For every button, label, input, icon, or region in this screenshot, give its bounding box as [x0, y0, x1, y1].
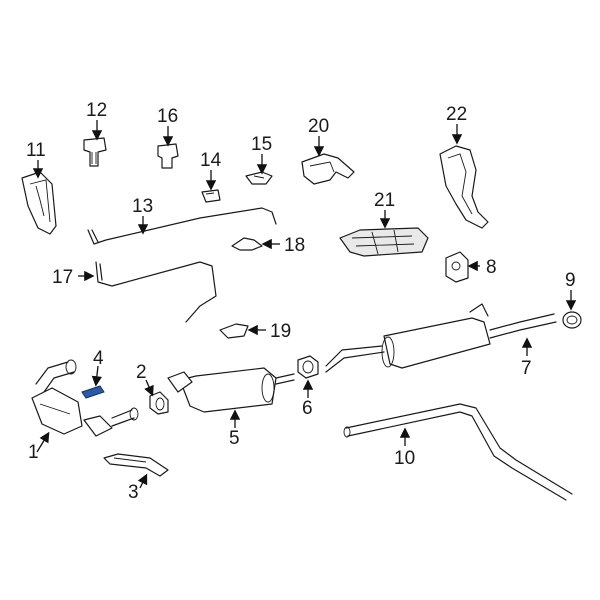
part-15-clip[interactable] [245, 171, 273, 185]
callout-12[interactable]: 12 [86, 100, 107, 121]
leader-1 [36, 431, 50, 453]
callout-labels: 1 2 3 4 5 6 7 8 9 10 11 12 13 14 15 16 1… [26, 100, 576, 503]
part-3-heat-shield[interactable] [103, 453, 169, 477]
leader-4 [91, 365, 103, 387]
callout-22[interactable]: 22 [446, 104, 467, 125]
callout-21[interactable]: 21 [374, 190, 395, 211]
callout-18[interactable]: 18 [284, 235, 305, 256]
callout-17[interactable]: 17 [52, 267, 73, 288]
callout-4[interactable]: 4 [93, 348, 104, 369]
callout-19[interactable]: 19 [270, 321, 291, 342]
callout-15[interactable]: 15 [251, 134, 272, 155]
callout-13[interactable]: 13 [132, 196, 153, 217]
part-20-heat-shield[interactable] [301, 153, 355, 185]
part-12-hanger[interactable] [83, 137, 107, 167]
part-1-converter[interactable] [31, 359, 139, 437]
part-4-gasket[interactable] [81, 385, 105, 399]
callout-20[interactable]: 20 [308, 116, 329, 137]
callout-9[interactable]: 9 [565, 270, 576, 291]
callout-2[interactable]: 2 [136, 362, 147, 383]
callout-7[interactable]: 7 [521, 358, 532, 379]
part-2-clamp[interactable] [149, 391, 169, 415]
part-18-bracket[interactable] [231, 237, 263, 251]
part-8-isolator[interactable] [445, 251, 469, 283]
part-6-clamp[interactable] [297, 355, 319, 379]
part-22-heat-shield[interactable] [439, 145, 489, 229]
part-13-hanger-rod[interactable] [87, 207, 277, 245]
part-7-muffler-assembly[interactable] [325, 303, 557, 373]
callout-11[interactable]: 11 [26, 140, 46, 161]
part-21-heat-shield[interactable] [339, 227, 429, 257]
callout-3[interactable]: 3 [128, 482, 139, 503]
callout-6[interactable]: 6 [302, 398, 313, 419]
part-10-tailpipe[interactable] [343, 403, 573, 501]
leader-lines [32, 120, 577, 489]
callout-8[interactable]: 8 [486, 257, 497, 278]
callout-5[interactable]: 5 [229, 428, 240, 449]
part-5-resonator[interactable] [167, 367, 295, 413]
part-9-clamp[interactable] [562, 311, 582, 329]
callout-14[interactable]: 14 [200, 150, 222, 171]
part-17-hanger-rod[interactable] [95, 261, 217, 323]
leader-2 [144, 379, 154, 397]
callout-10[interactable]: 10 [394, 448, 415, 469]
callout-16[interactable]: 16 [157, 106, 178, 127]
callout-1[interactable]: 1 [28, 442, 39, 463]
leader-3 [137, 473, 148, 489]
part-19-bracket[interactable] [219, 323, 249, 339]
part-16-clip[interactable] [157, 143, 179, 169]
part-14-bracket[interactable] [201, 189, 221, 203]
part-11-heat-shield[interactable] [21, 171, 57, 235]
